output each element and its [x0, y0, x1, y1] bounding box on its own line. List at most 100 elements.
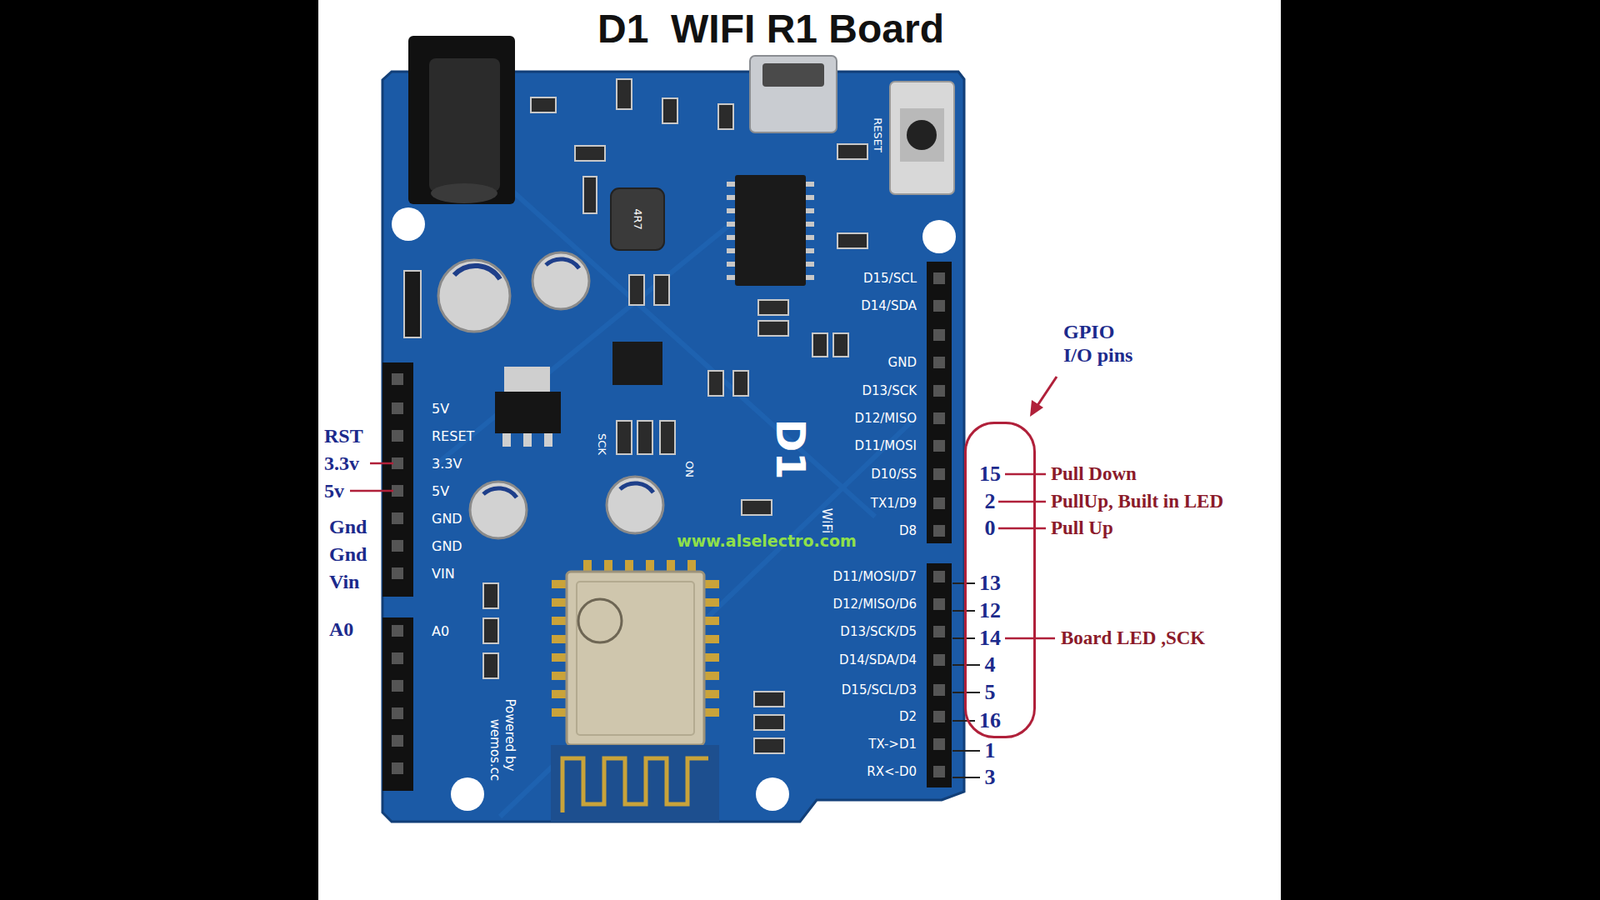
board-part — [662, 98, 678, 124]
board-part — [704, 671, 720, 680]
board-part — [933, 356, 945, 369]
board-part — [391, 540, 404, 552]
board-part — [483, 488, 517, 498]
board-part — [726, 181, 735, 187]
board-part — [551, 580, 567, 589]
board-part — [625, 560, 634, 572]
pointer-arrow — [1036, 376, 1057, 407]
board-part — [805, 195, 815, 200]
pin-label: D2 — [899, 709, 917, 725]
board-part — [654, 275, 670, 305]
gpio-number: 2 — [985, 489, 996, 515]
board-part — [391, 735, 404, 747]
gpio-number: 12 — [979, 598, 1001, 624]
annotation: A0 — [329, 618, 354, 641]
board-part — [805, 221, 815, 227]
pin-label: A0 — [431, 623, 450, 640]
annotation: Board LED ,SCK — [1060, 627, 1205, 650]
pin-label: D12/MISO/D6 — [832, 596, 917, 612]
silkscreen-text: 4R7 — [631, 208, 645, 230]
board-part — [391, 402, 404, 415]
pin-label: GND — [431, 538, 463, 555]
board-part — [726, 275, 735, 280]
board-part — [551, 635, 567, 644]
board-part — [391, 680, 404, 692]
board-part — [952, 776, 980, 779]
board-part — [620, 483, 654, 493]
header-pins — [391, 272, 945, 778]
board-part — [933, 412, 945, 425]
pin-label: D11/MOSI — [855, 438, 917, 454]
board-part — [637, 420, 653, 455]
pin-header — [382, 261, 952, 791]
board-part — [575, 145, 605, 161]
board-part — [726, 195, 735, 200]
board-part — [758, 320, 789, 336]
board-part — [833, 333, 849, 357]
esp-shield-edge — [576, 581, 695, 735]
gpio-outline: 15201312144516 — [964, 421, 1036, 739]
annotation: RST — [324, 425, 364, 448]
board-part — [551, 690, 567, 699]
board-part — [933, 525, 945, 537]
board-part — [805, 235, 815, 240]
board-part — [523, 433, 532, 447]
board-part — [551, 653, 567, 662]
pin-label: D14/SDA — [860, 298, 917, 314]
silkscreen-text: wemos.cc — [487, 719, 503, 781]
board-part — [704, 653, 720, 662]
diagram-title: D1 WIFI R1 Board — [597, 5, 945, 52]
board-part — [704, 690, 720, 699]
board-part — [391, 652, 404, 665]
dc-jack — [408, 35, 515, 205]
board-part — [926, 261, 952, 544]
pin-label: GND — [431, 510, 463, 527]
silkscreen-text: SCK — [595, 433, 609, 455]
board-part — [933, 654, 945, 666]
gpio-heading: GPIO I/O pins — [1063, 320, 1143, 367]
leader-lines — [350, 463, 1055, 639]
board-part — [726, 248, 735, 254]
gpio-number: 14 — [979, 625, 1001, 651]
board-part — [391, 707, 404, 720]
board-part — [551, 708, 567, 717]
board-part — [483, 583, 499, 609]
pin-label: D11/MOSI/D7 — [832, 569, 917, 585]
board-part — [391, 457, 404, 470]
board-part — [687, 560, 696, 572]
board-part — [616, 79, 632, 110]
board-part — [805, 181, 815, 187]
annotation: Pull Up — [1050, 517, 1114, 540]
reset-button — [890, 81, 955, 195]
board-part — [933, 468, 945, 480]
board-part — [391, 625, 404, 637]
regulator-tab — [504, 366, 550, 392]
board-part — [933, 738, 945, 750]
pin-label: 5V — [431, 400, 450, 417]
pin-label: 5V — [431, 483, 450, 500]
board-part — [532, 252, 590, 310]
inductor — [610, 188, 665, 250]
pin-label: TX1/D9 — [870, 495, 917, 511]
regulator-legs — [502, 433, 553, 447]
board-part — [704, 598, 720, 607]
dc-jack-barrel — [429, 58, 500, 192]
board-part — [660, 420, 675, 455]
pin-label: D13/SCK — [861, 383, 917, 399]
board-part — [470, 481, 527, 539]
silkscreen-text: D1 — [767, 418, 815, 480]
board-part — [382, 617, 414, 791]
antenna-area — [550, 745, 720, 822]
board-part — [933, 272, 945, 285]
gpio-number: 4 — [985, 652, 996, 678]
board-part — [933, 684, 945, 696]
board-part — [726, 208, 735, 214]
board-part — [754, 715, 785, 730]
regulator — [495, 391, 561, 434]
gpio-number: 0 — [985, 515, 996, 541]
board-part — [805, 275, 815, 280]
board-part — [350, 490, 394, 493]
board-part — [370, 462, 394, 465]
